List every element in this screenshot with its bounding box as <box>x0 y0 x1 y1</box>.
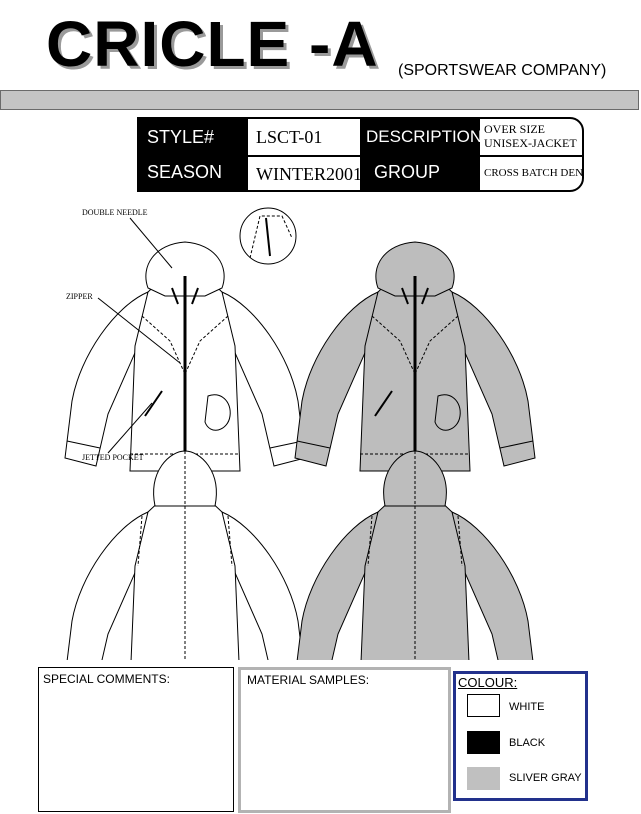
description-value-line-2: UNISEX-JACKET <box>484 136 577 150</box>
jacket-back-gray <box>294 450 536 660</box>
jetted-pocket-label: JETTED POCKET <box>82 453 144 462</box>
spec-table: STYLE# LSCT-01 DESCRIPTION OVER SIZE UNI… <box>137 117 584 192</box>
brand-title: CRICLE -A <box>46 8 379 80</box>
group-value: CROSS BATCH DENIM <box>484 167 584 179</box>
style-label: STYLE# <box>139 119 248 155</box>
spec-row-divider-right <box>480 155 582 157</box>
colour-swatch-black <box>467 731 500 754</box>
jacket-front-white <box>63 240 307 478</box>
double-needle-label: DOUBLE NEEDLE <box>82 208 148 217</box>
style-value: LSCT-01 <box>256 127 323 147</box>
material-samples-panel: MATERIAL SAMPLES: <box>238 667 451 813</box>
season-value: WINTER2001 <box>256 164 362 184</box>
colour-name-white: WHITE <box>509 701 545 713</box>
colour-label: COLOUR: <box>458 675 518 690</box>
header-divider-bar <box>0 90 639 110</box>
season-label: SEASON <box>139 155 248 190</box>
colour-swatch-sliver-gray <box>467 767 500 790</box>
brand-tagline: (SPORTSWEAR COMPANY) <box>398 62 607 79</box>
detail-circle <box>239 207 297 265</box>
zipper-leader <box>97 297 181 364</box>
special-comments-panel: SPECIAL COMMENTS: <box>38 667 234 812</box>
material-samples-label: MATERIAL SAMPLES: <box>247 673 370 687</box>
zipper-label: ZIPPER <box>66 292 93 301</box>
jacket-technical-drawing: DOUBLE NEEDLE ZIPPER JETTED POCKET <box>63 207 537 660</box>
colour-name-black: BLACK <box>509 737 546 749</box>
colour-swatch-white <box>467 694 500 717</box>
jacket-back-white <box>64 450 306 660</box>
description-value-line-1: OVER SIZE <box>484 122 545 136</box>
colour-panel: COLOUR: WHITE BLACK SLIVER GRAY <box>453 671 588 801</box>
colour-name-sliver-gray: SLIVER GRAY <box>509 772 582 784</box>
jacket-front-gray <box>293 240 537 478</box>
double-needle-leader <box>129 217 173 269</box>
special-comments-label: SPECIAL COMMENTS: <box>43 672 170 686</box>
description-label: DESCRIPTION <box>360 119 482 155</box>
jetted-pocket-leader <box>107 402 153 454</box>
group-label: GROUP <box>360 155 480 190</box>
